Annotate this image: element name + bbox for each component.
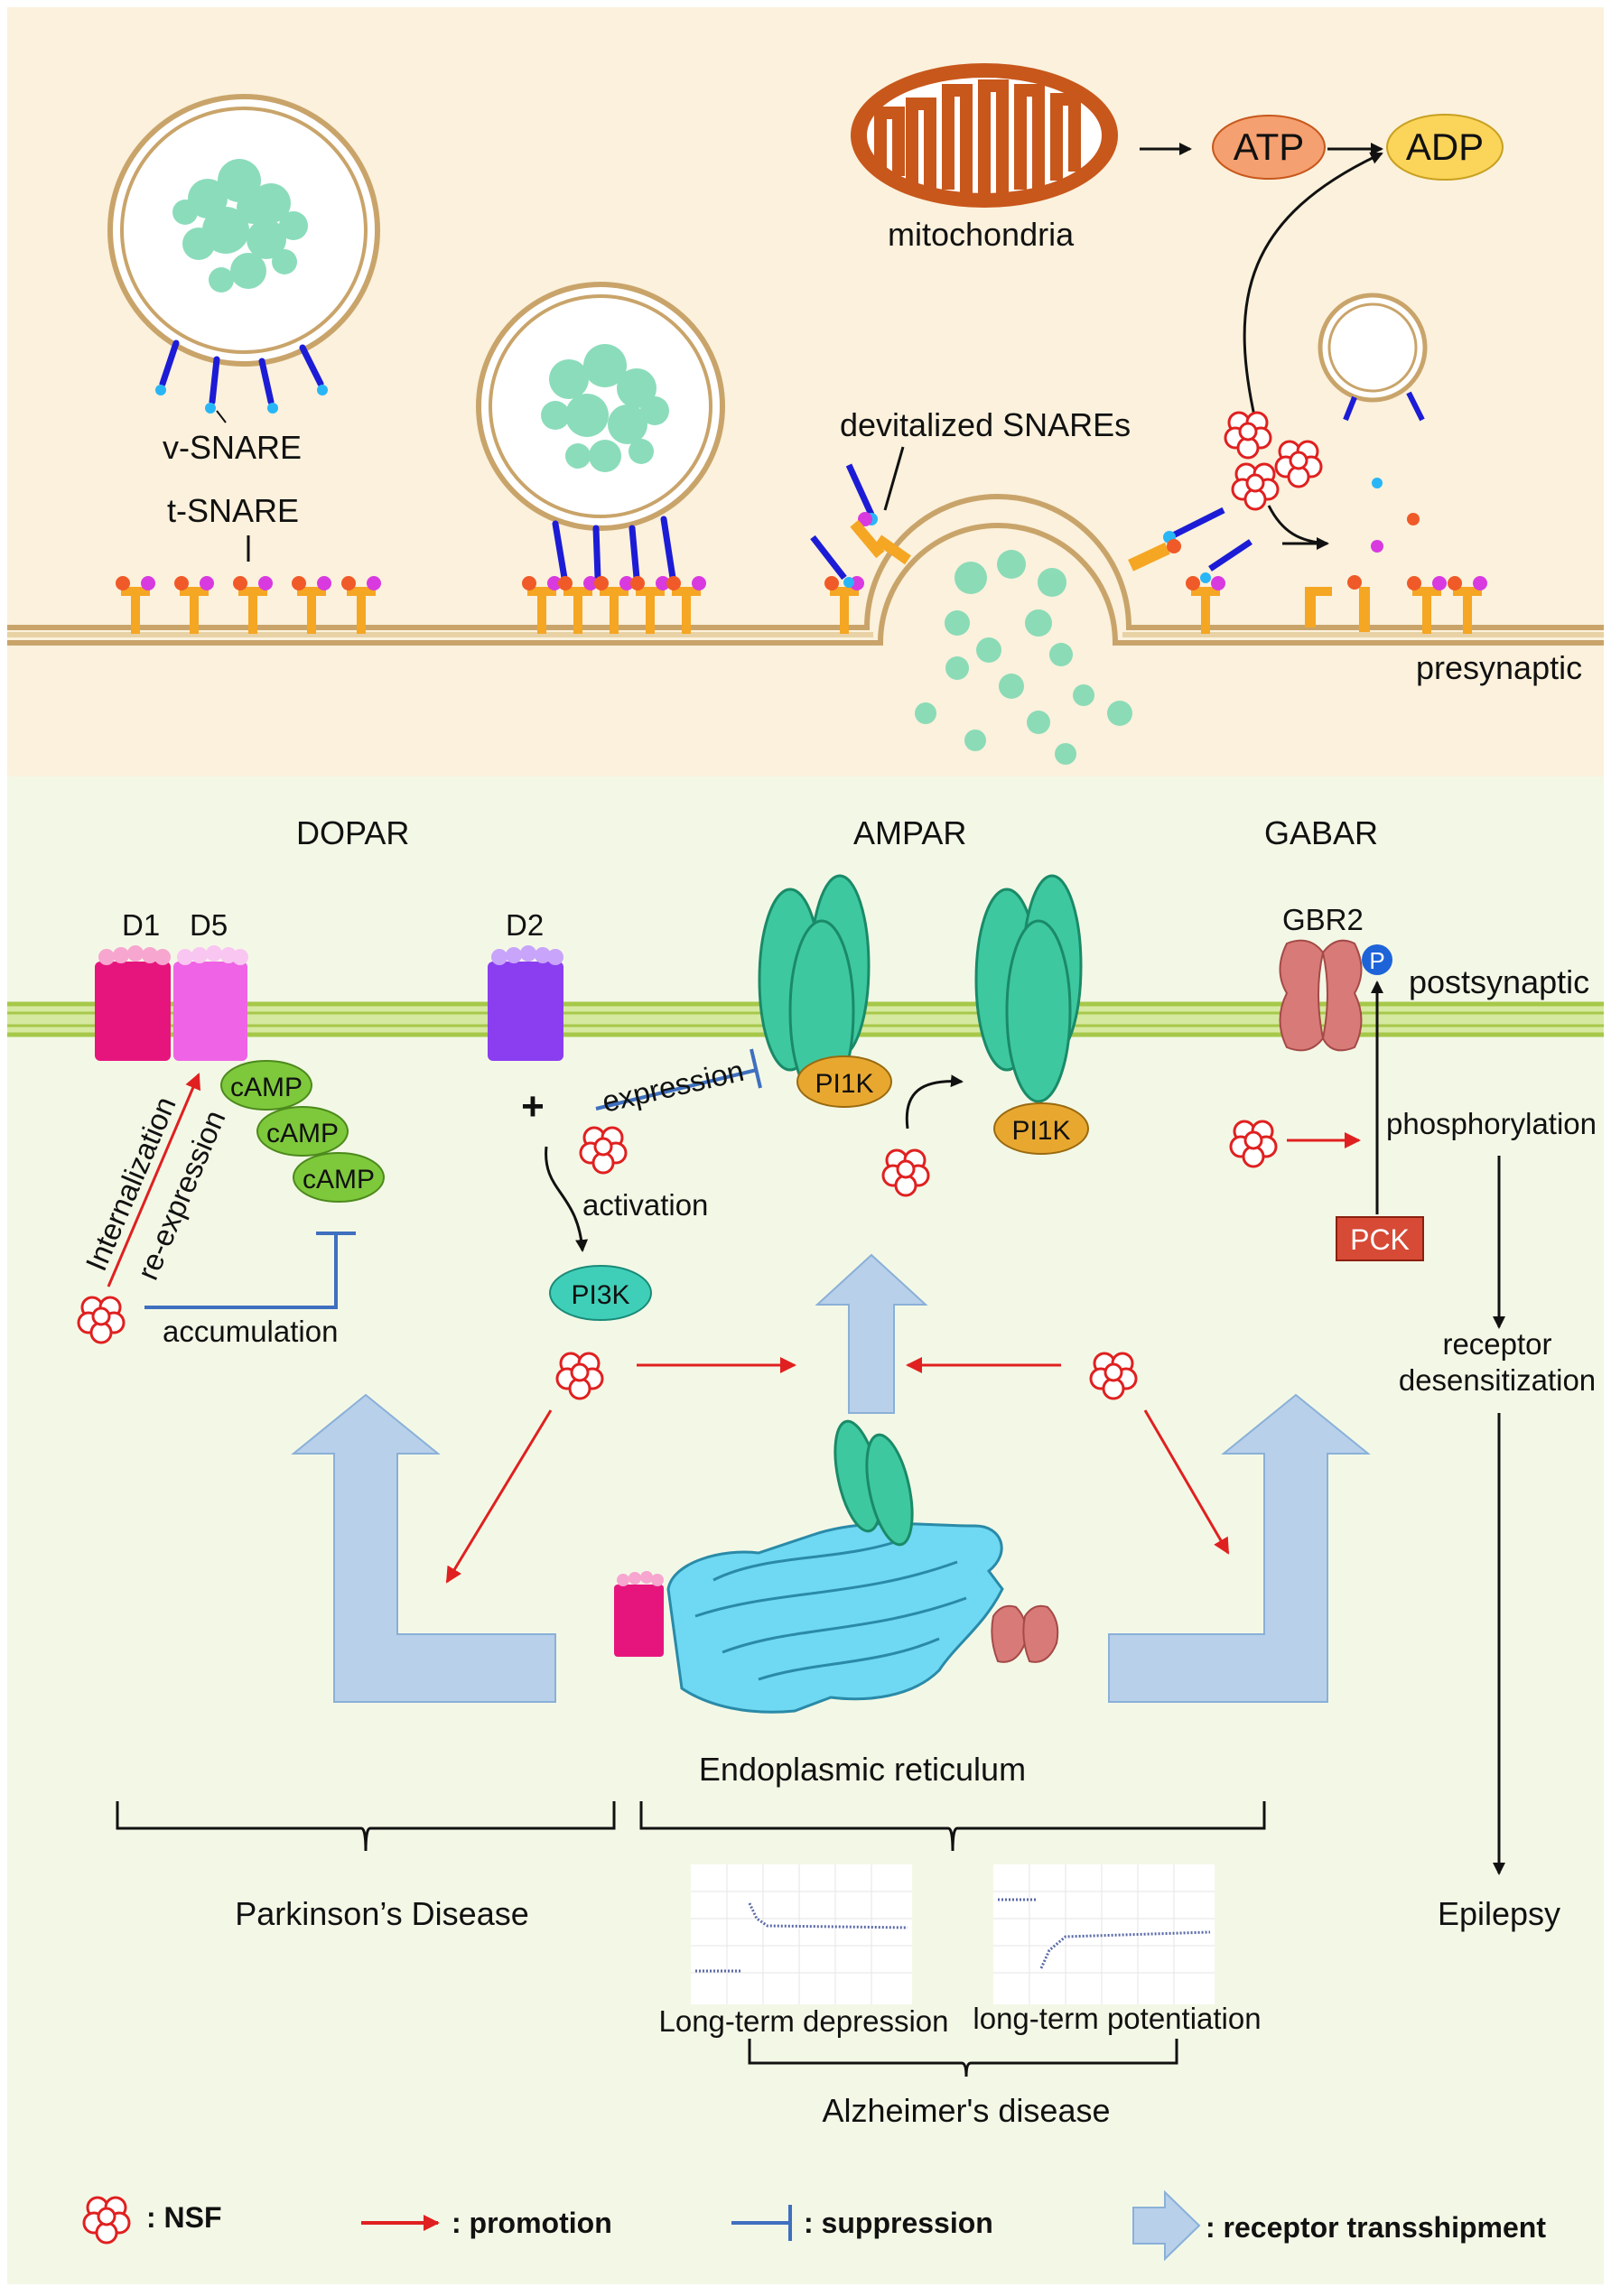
ltd-label: Long-term depression — [658, 2004, 948, 2038]
devitalized-snares-left — [810, 463, 911, 634]
devitalized-snares-label: devitalized SNAREs — [840, 406, 1131, 443]
postsynaptic-label: postsynaptic — [1409, 963, 1589, 1000]
ampar-receptor-2 — [974, 874, 1083, 1103]
released-cargo — [915, 550, 1132, 765]
brace-center — [639, 1801, 1266, 1852]
adp-label: ADP — [1406, 125, 1484, 168]
atp-label: ATP — [1234, 125, 1305, 168]
alzheimers-label: Alzheimer's disease — [822, 2092, 1110, 2129]
t-snare-group-3 — [1305, 575, 1487, 634]
plus-sign: + — [521, 1084, 545, 1129]
presynaptic-membrane — [7, 494, 1604, 646]
pi1k-ellipse-1 — [796, 1055, 892, 1108]
legend-promotion-label: : promotion — [452, 2207, 612, 2239]
pck-label: PCK — [1350, 1223, 1410, 1256]
pi1k-ellipse-2 — [993, 1102, 1089, 1155]
legend-transship-arrow — [1132, 2189, 1201, 2262]
d1-label: D1 — [122, 908, 160, 942]
endoplasmic-reticulum — [614, 1419, 1059, 1714]
pi3k-label: PI3K — [571, 1280, 629, 1310]
d5-label: D5 — [190, 908, 228, 942]
adp-ellipse — [1386, 114, 1504, 181]
transship-arrow-right — [1108, 1393, 1371, 1703]
legend: : NSF : promotion : suppression : recept… — [82, 2189, 1546, 2262]
phosphate-circle — [1362, 944, 1392, 975]
legend-nsf-label: : NSF — [146, 2201, 222, 2234]
devitalized-snares-right — [1128, 507, 1252, 634]
d2-receptor — [488, 945, 563, 1061]
presynaptic-label: presynaptic — [1416, 649, 1582, 686]
camp-label: cAMP — [303, 1165, 375, 1194]
phosphorylation-label: phosphorylation — [1386, 1107, 1597, 1140]
epilepsy-label: Epilepsy — [1438, 1895, 1560, 1932]
activation-label: activation — [582, 1188, 708, 1222]
mitochondrion — [851, 63, 1118, 208]
gabar-label: GABAR — [1264, 814, 1378, 851]
pi1k-label-1: PI1K — [815, 1069, 873, 1099]
dopar-label: DOPAR — [296, 814, 409, 851]
synaptic-vesicle-2 — [476, 282, 725, 581]
d2-label: D2 — [506, 908, 544, 942]
brace-alzheimers — [748, 2039, 1178, 2078]
accumulation-label: accumulation — [163, 1315, 338, 1348]
ltp-label: long-term potentiation — [973, 2002, 1261, 2035]
recycled-vesicle — [1318, 293, 1428, 422]
t-snare-label: t-SNARE — [167, 492, 299, 529]
gbr2-receptor — [1279, 939, 1363, 1052]
pi3k-ellipse — [549, 1265, 652, 1321]
ampar-label: AMPAR — [853, 814, 966, 851]
camp-cluster: cAMP cAMP cAMP — [220, 1060, 385, 1203]
mitochondria-label: mitochondria — [888, 216, 1075, 253]
pi1k-label-2: PI1K — [1011, 1116, 1070, 1146]
synaptic-vesicle-1 — [107, 94, 380, 414]
desensitization-label: desensitization — [1399, 1363, 1596, 1397]
transship-arrow-left — [291, 1393, 556, 1703]
receptor-label: receptor — [1442, 1327, 1551, 1361]
legend-transship-label: : receptor transshipment — [1206, 2211, 1546, 2244]
camp-label: cAMP — [266, 1119, 339, 1148]
er-label: Endoplasmic reticulum — [699, 1751, 1026, 1788]
pck-box — [1336, 1216, 1424, 1261]
brace-left — [116, 1801, 616, 1852]
d5-receptor — [173, 945, 248, 1061]
v-snare-label: v-SNARE — [163, 429, 302, 466]
phosphate-label: P — [1369, 947, 1384, 974]
gbr2-label: GBR2 — [1282, 903, 1364, 936]
atp-ellipse — [1212, 115, 1326, 180]
parkinsons-label: Parkinson’s Disease — [235, 1895, 529, 1932]
transship-arrow-center — [815, 1253, 928, 1414]
camp-label: cAMP — [230, 1073, 303, 1102]
ltp-plot — [993, 1864, 1215, 2004]
legend-suppression-label: : suppression — [804, 2207, 993, 2239]
d1-receptor — [95, 945, 171, 1061]
ltd-plot — [691, 1864, 912, 2004]
